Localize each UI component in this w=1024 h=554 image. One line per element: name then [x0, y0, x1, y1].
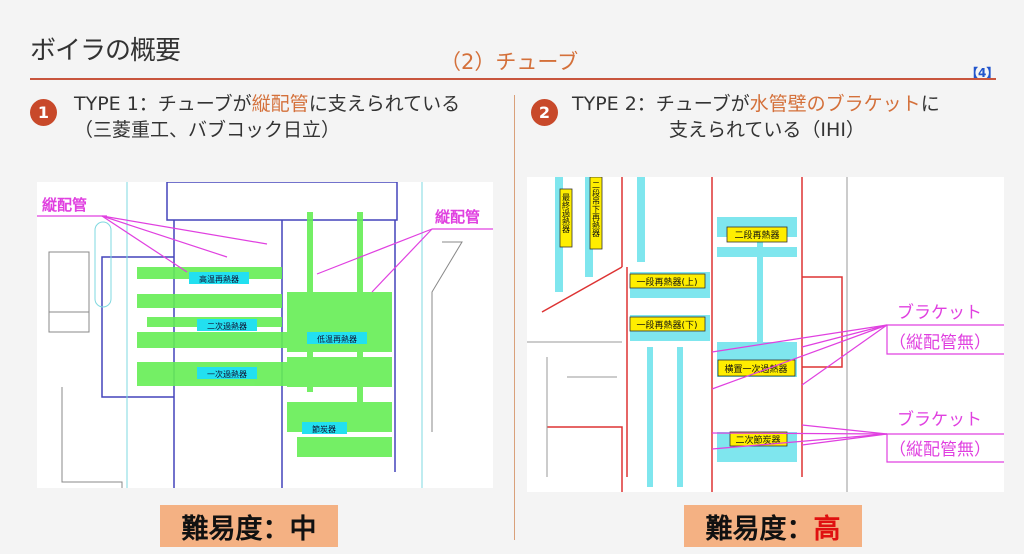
- label-primary-superheater: 一次過熱器: [207, 369, 247, 379]
- column-divider: [514, 95, 515, 540]
- label-first-reheater-lower: 一段再熱器(下): [636, 319, 697, 331]
- label-second-reheater: 二段再熱器: [734, 229, 779, 241]
- callout-bracket-upper-note: （縦配管無）: [889, 333, 991, 353]
- label-secondary-economizer: 二次節炭器: [735, 434, 780, 446]
- type1-number-badge: 1: [30, 99, 57, 126]
- type2-boiler-diagram: 二段再熱器 一段再熱器(上) 一段再熱器(下) 横置一次過熱器 二次節炭器 最終…: [527, 177, 1004, 492]
- difficulty-label: 難易度：: [705, 513, 814, 545]
- type1-makers: （三菱重工、バブコック日立）: [74, 119, 341, 141]
- label-secondary-superheater: 二次過熱器: [207, 321, 247, 331]
- callout-bracket-lower: ブラケット: [897, 409, 982, 430]
- type2-heading-highlight: 水管壁のブラケット: [749, 93, 921, 115]
- label-low-temp-reheater: 低温再熱器: [317, 334, 357, 344]
- callout-vertical-pipe-left: 縦配管: [42, 196, 87, 214]
- label-economizer: 節炭器: [312, 424, 336, 434]
- header-divider: [30, 78, 996, 80]
- type2-number-badge: 2: [531, 99, 558, 126]
- difficulty-label: 難易度：: [181, 513, 290, 545]
- type1-boiler-diagram: 高温再熱器 二次過熱器 低温再熱器 一次過熱器 節炭器 縦配管 縦配管: [37, 182, 493, 488]
- callout-bracket-lower-note: （縦配管無）: [889, 440, 991, 460]
- type2-heading-pre: TYPE 2：チューブが: [572, 93, 750, 115]
- label-final-superheater: 最終過熱器: [562, 193, 571, 234]
- type1-difficulty: 難易度：中: [160, 505, 338, 547]
- section-subtitle: （2）チューブ: [440, 50, 579, 74]
- callout-bracket-upper: ブラケット: [897, 302, 982, 323]
- page-number: 【4】: [966, 66, 999, 80]
- type2-maker: 支えられている（IHI）: [669, 119, 865, 141]
- type2-heading: TYPE 2：チューブが水管壁のブラケットに 支えられている（IHI）: [572, 91, 940, 143]
- label-suspended-reheater: 二段吊下再熱器: [592, 181, 601, 238]
- difficulty-value: 中: [289, 513, 317, 545]
- page-title: ボイラの概要: [30, 36, 181, 66]
- type1-heading-post: に支えられている: [308, 93, 461, 115]
- difficulty-value: 高: [813, 513, 841, 545]
- label-first-reheater-upper: 一段再熱器(上): [636, 276, 697, 288]
- type2-difficulty: 難易度：高: [684, 505, 862, 547]
- type2-heading-post: に: [920, 93, 940, 115]
- type1-heading: TYPE 1：チューブが縦配管に支えられている （三菱重工、バブコック日立）: [74, 91, 460, 143]
- label-high-temp-reheater: 高温再熱器: [199, 274, 239, 284]
- type1-heading-pre: TYPE 1：チューブが: [74, 93, 252, 115]
- callout-vertical-pipe-right: 縦配管: [435, 208, 480, 226]
- type1-heading-highlight: 縦配管: [251, 93, 309, 115]
- label-horizontal-primary-superheater: 横置一次過熱器: [724, 363, 787, 375]
